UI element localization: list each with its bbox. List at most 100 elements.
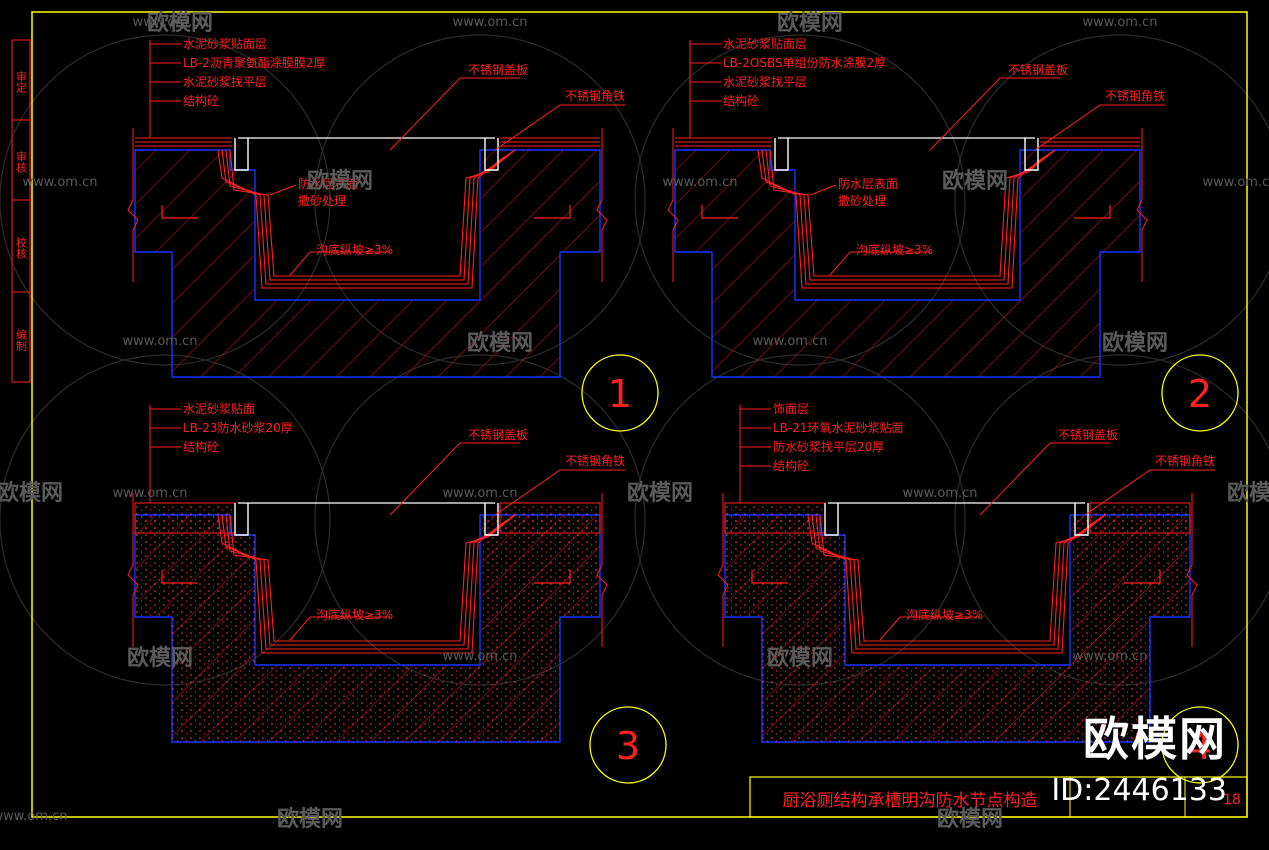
break-line-right [1186,493,1198,647]
site-watermark: www.om.cn [1203,175,1269,190]
anchor-bar [534,570,571,584]
cover-label: 不锈钢盖板 [1008,63,1068,77]
waterproof-lining [811,514,1106,650]
inner-label: 撒砂处理 [298,193,346,208]
break-line-right [596,128,608,282]
inner-label: 撒砂处理 [838,193,886,208]
cover-leader [389,77,520,151]
detail-1: 水泥砂浆贴面层LB-2沥青聚氨酯涂膜膜2厚水泥砂浆找平层结构砼不锈钢盖板不锈钢角… [127,36,659,432]
drawing-border [31,11,1248,818]
angle-iron-right [484,503,499,536]
mortar-layer-right [1089,502,1191,534]
anchor-bar [161,570,198,584]
slope-leader [829,251,930,276]
id-watermark: ID:2446133 [1051,773,1227,808]
cover-leader [929,77,1060,151]
site-watermark: www.om.cn [753,334,828,349]
detail-number: 2 [1188,372,1212,416]
cover-label: 不锈钢盖板 [1058,428,1118,442]
site-watermark: www.om.cn [453,15,528,30]
brand-watermark-small: 欧模网 [942,168,1008,194]
layer-label: LB-23防水砂浆20厚 [183,420,293,435]
detail-2: 水泥砂浆贴面层LB-2OSBS单组份防水涂膜2厚水泥砂浆找平层结构砼不锈钢盖板不… [667,36,1239,432]
slope-label: 沟底纵坡≥3% [856,242,933,257]
layer-label: 水泥砂浆贴面层 [183,36,267,51]
slope-label: 沟底纵坡≥3% [316,242,393,257]
layer-label: 水泥砂浆找平层 [723,74,807,89]
angle-iron-left [234,503,249,536]
site-watermark: www.om.cn [23,175,98,190]
site-watermark: www.om.cn [663,175,738,190]
slope-label: 沟底纵坡≥3% [906,607,983,622]
angle-label: 不锈钢角铁 [1155,454,1215,468]
angle-iron-left [234,138,249,171]
detail-number-circle [589,706,667,784]
watermark-circle [0,354,331,686]
break-line-left [127,128,139,282]
waterproof-lining [769,149,1056,277]
layer-label: 结构砼 [183,439,219,454]
anchor-bar [1124,570,1161,584]
break-line-right [1136,128,1148,282]
waterproof-lining [217,149,516,289]
layer-label: 水泥砂浆贴面层 [723,36,807,51]
site-watermark: www.om.cn [113,486,188,501]
detail-number: 4 [1188,724,1212,768]
site-watermark: www.om.cn [443,649,518,664]
slope-leader [289,251,390,276]
structure-concrete [674,149,1141,378]
brand-watermark-small: 欧模网 [1102,330,1168,356]
approval-column: 审定 审核 校核 编制 [11,39,31,383]
inner-label: 防水层表面 [298,176,358,191]
watermark-circle [0,34,331,366]
sheet-number: 18 [1223,792,1241,808]
inner-leader [269,184,297,196]
layer-label: 结构砼 [723,93,759,108]
site-watermark: www.om.cn [1083,15,1158,30]
inner-label: 防水层表面 [838,176,898,191]
waterproof-lining [807,514,1106,654]
angle-leader [494,469,625,516]
brand-watermark: 欧模网 [1083,712,1227,766]
approval-label: 审定 [15,70,28,94]
layer-label: LB-2沥青聚氨酯涂膜膜2厚 [183,55,326,70]
waterproof-lining [221,149,516,285]
layer-label: LB-21环氧水泥砂浆贴面 [773,420,904,435]
waterproof-lining [221,514,516,650]
site-watermark: www.om.cn [443,486,518,501]
title-block: 厨浴厕结构承槽明沟防水节点构造 18 [749,776,1248,818]
anchor-bar [1074,205,1111,219]
detail-number-circle [581,354,659,432]
angle-iron-left [774,138,789,171]
brand-watermark-small: 欧模网 [147,10,213,36]
anchor-bar [161,205,198,219]
slope-label: 沟底纵坡≥3% [316,607,393,622]
layer-label: 结构砼 [773,458,809,473]
angle-leader [1084,469,1215,516]
brand-watermark-small: 欧模网 [277,806,343,832]
detail-number-circle [1161,706,1239,784]
waterproof-lining [757,149,1056,289]
detail-number: 1 [608,372,632,416]
watermark-circle [954,34,1269,366]
approval-label: 校核 [15,236,28,260]
angle-iron-right [1024,138,1039,171]
detail-4: 饰面层LB-21环氧水泥砂浆贴面防水砂浆找平层20厚结构砼不锈钢盖板不锈钢角铁沟… [717,402,1239,784]
angle-label: 不锈钢角铁 [565,89,625,103]
concrete-aggregate [135,515,600,742]
layer-label: 水泥砂浆找平层 [183,74,267,89]
slope-leader [879,616,980,641]
site-watermark: www.om.cn [133,15,208,30]
waterproof-lining [229,149,516,277]
break-line-right [596,493,608,647]
site-watermark: www.om.cn [903,486,978,501]
brand-watermark-small: 欧模网 [0,480,63,506]
detail-number-circle [1161,354,1239,432]
angle-iron-right [1074,503,1089,536]
waterproof-lining [229,514,516,642]
layer-label: 饰面层 [773,402,809,416]
layer-label: LB-2OSBS单组份防水涂膜2厚 [723,55,886,70]
angle-iron-left [824,503,839,536]
brand-watermark-small: 欧模网 [627,480,693,506]
